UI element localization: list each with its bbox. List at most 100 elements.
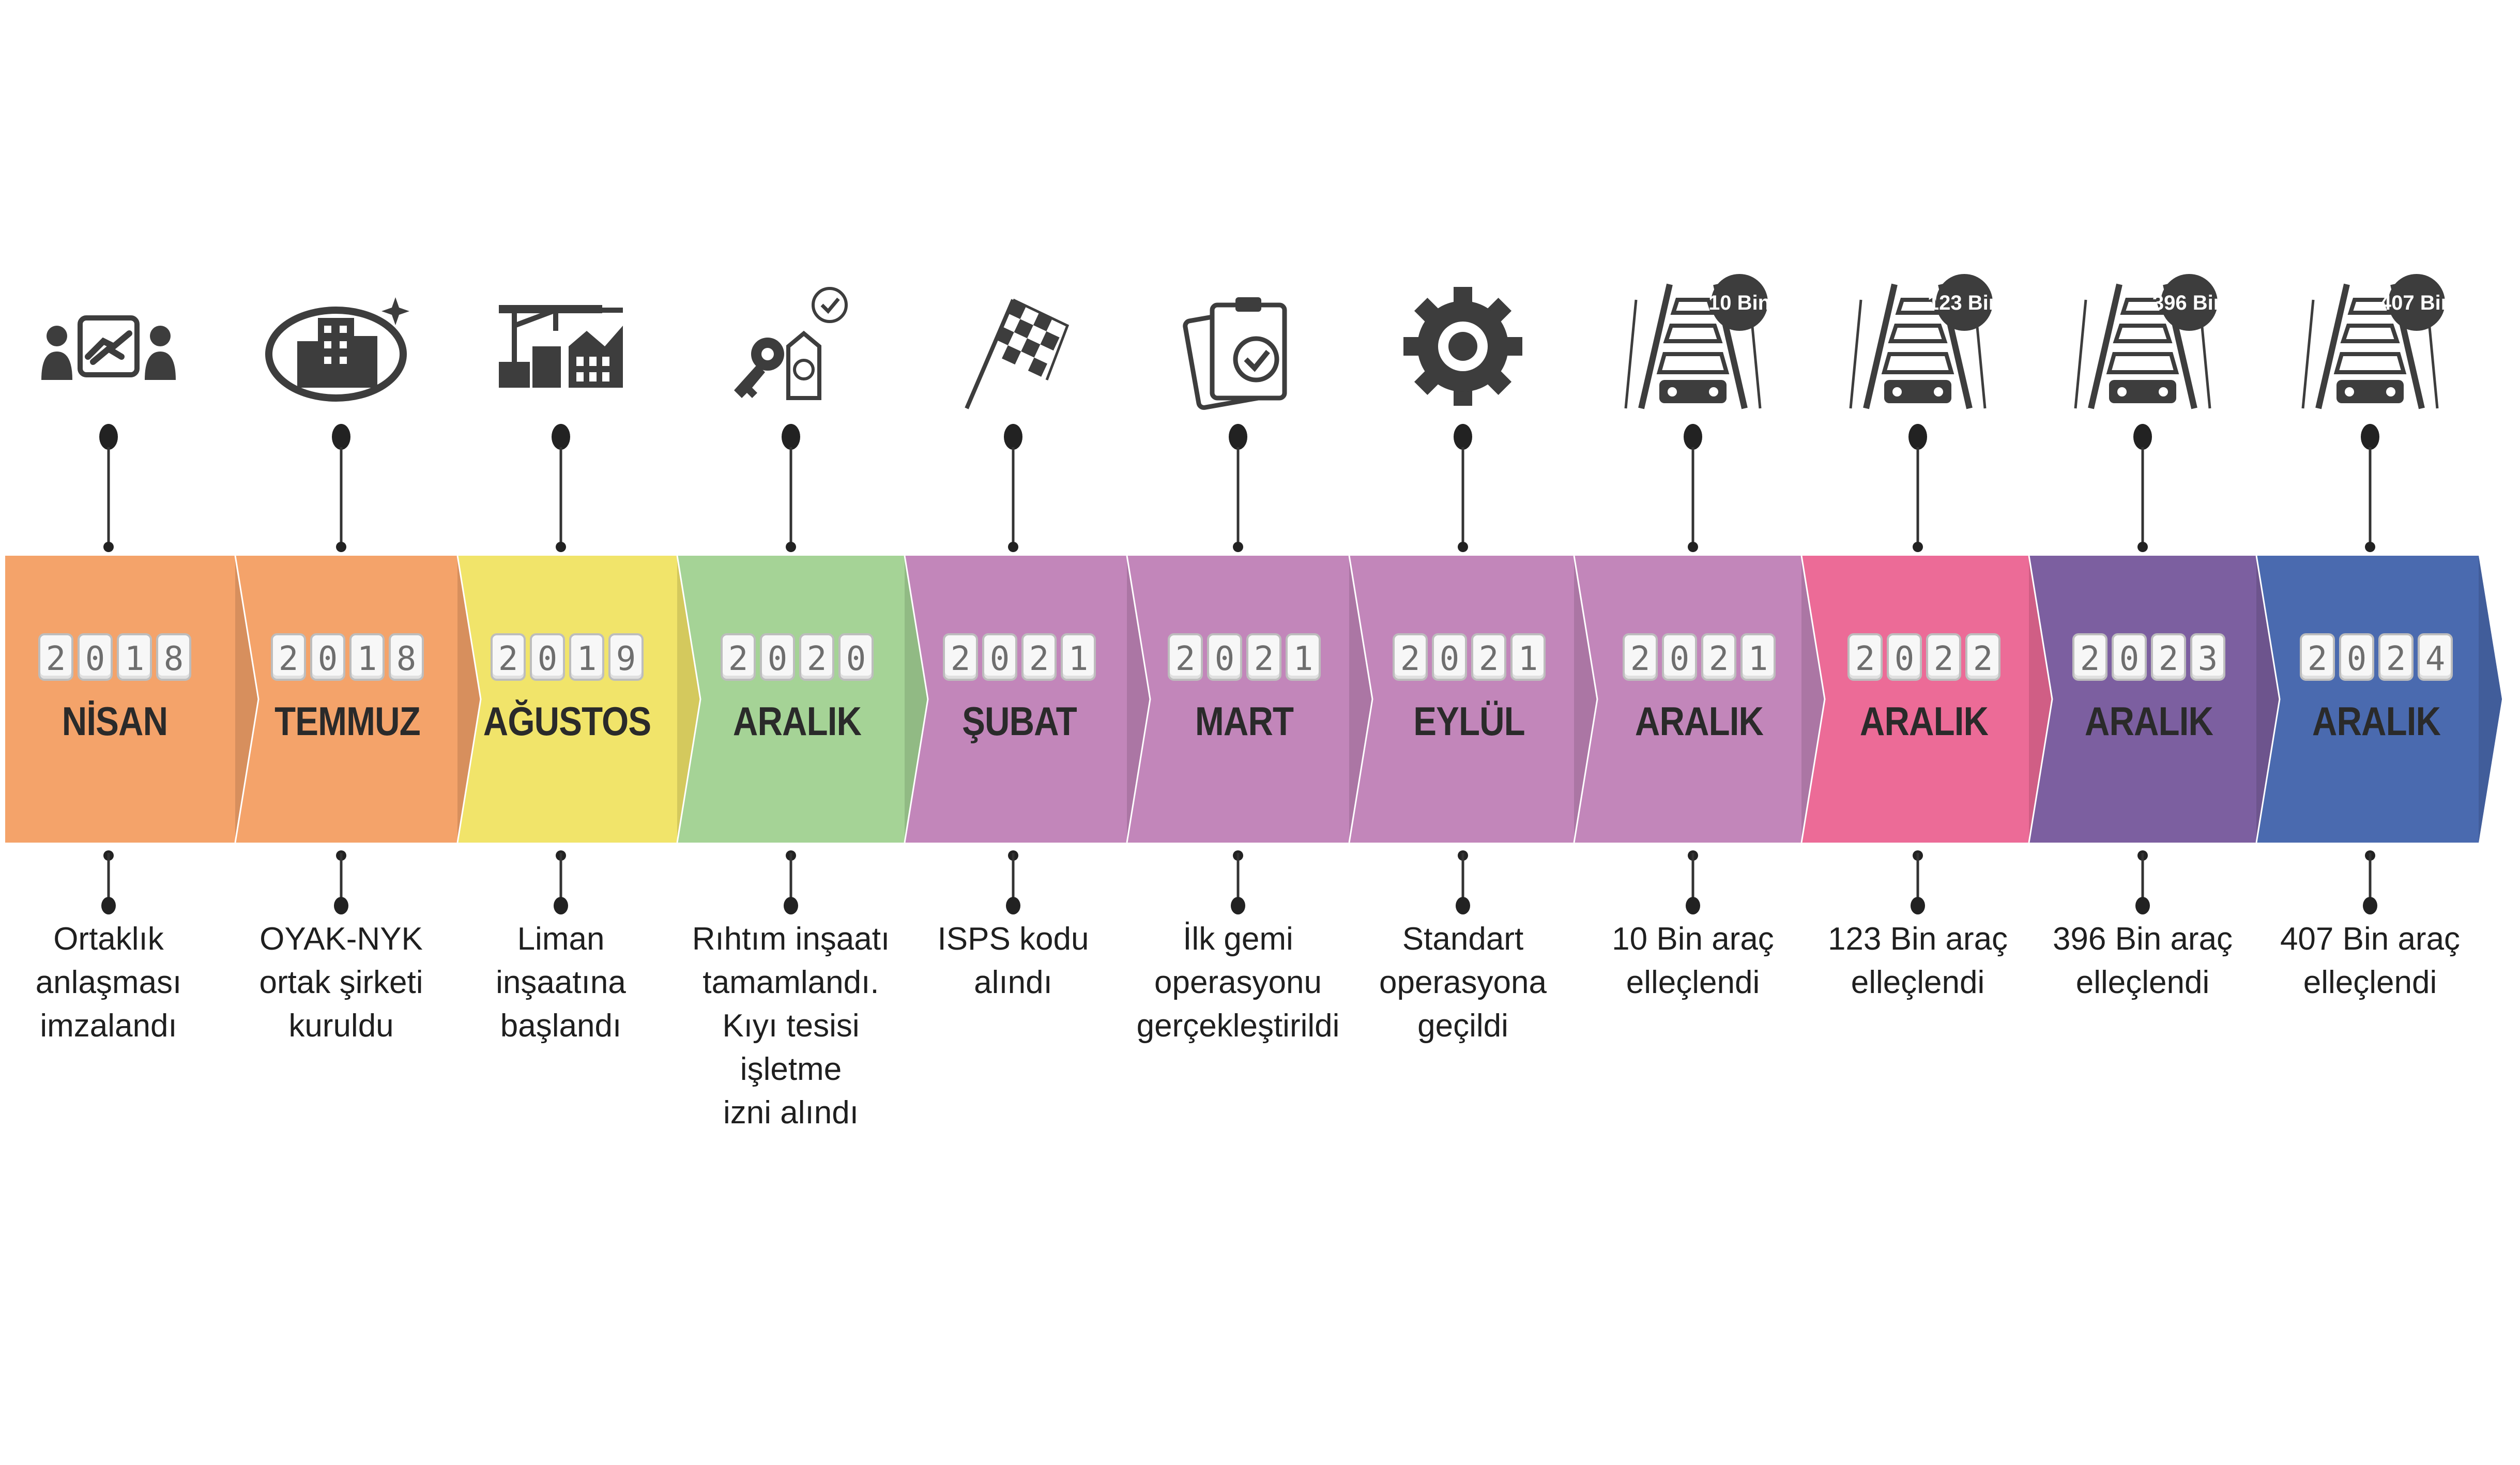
month-label: EYLÜL	[1413, 698, 1525, 744]
milestone: ISPS kodu alındı	[910, 0, 1117, 1465]
year-digit: 0	[982, 633, 1017, 681]
connector-dot	[99, 424, 118, 450]
connector-dot	[2363, 897, 2377, 914]
connector-line	[340, 853, 343, 907]
segment-separator	[904, 556, 929, 843]
timeline-segment	[1127, 556, 1372, 843]
connector-line	[2141, 853, 2144, 907]
connector-dot	[2361, 424, 2379, 450]
year-digit: 2	[2151, 633, 2186, 681]
year-digit: 2	[1965, 633, 2000, 681]
connector-dot	[1911, 897, 1925, 914]
connector-line	[340, 447, 343, 545]
connector-line	[1691, 853, 1694, 907]
year-digit: 2	[1021, 633, 1057, 681]
milestone-description: Ortaklık anlaşması imzalandı	[35, 921, 182, 1044]
milestone-description: ISPS kodu alındı	[937, 921, 1089, 1000]
vehicle-road-icon: 407 Bin	[2293, 269, 2448, 424]
milestone: Liman inşaatına başlandı	[457, 0, 664, 1465]
connector-line	[789, 447, 792, 545]
milestone: Ortaklık anlaşması imzalandı	[5, 0, 212, 1465]
month-label: ŞUBAT	[962, 698, 1077, 744]
milestone-description: Liman inşaatına başlandı	[496, 921, 626, 1044]
connector-line	[789, 853, 792, 907]
connector-dot	[782, 424, 800, 450]
year-digit: 9	[608, 633, 644, 681]
vehicle-count-badge: 396 Bin	[2152, 292, 2220, 314]
year-digit: 0	[1662, 633, 1697, 681]
connector-line	[559, 853, 562, 907]
connector-dot	[1454, 424, 1472, 450]
connector-dot	[1006, 897, 1020, 914]
year-digit: 0	[530, 633, 565, 681]
connector-end	[1913, 542, 1923, 552]
year-digit: 0	[1887, 633, 1922, 681]
month-label: ARALIK	[1859, 698, 1989, 744]
connector-end	[1233, 542, 1243, 552]
year-digit: 2	[38, 633, 73, 681]
clipboard-check-icon	[1160, 269, 1316, 424]
key-certificate-icon	[713, 269, 868, 424]
year-digit: 2	[1246, 633, 1281, 681]
connector-dot	[1686, 897, 1700, 914]
vehicle-count-badge: 407 Bin	[2380, 292, 2448, 314]
milestone: 123 Bin 123 Bin araç elleçlendi	[1814, 0, 2021, 1465]
year-digit: 1	[1061, 633, 1096, 681]
year-digit: 2	[491, 633, 526, 681]
year-digit: 3	[2190, 633, 2225, 681]
segment-arrow-tip	[235, 556, 258, 843]
milestone-description: İlk gemi operasyonu gerçekleştirildi	[1136, 921, 1340, 1044]
connector-dot	[1229, 424, 1247, 450]
connector-dot	[552, 424, 570, 450]
handshake-icon	[31, 269, 186, 424]
year-digit: 8	[389, 633, 424, 681]
year-digit: 0	[838, 633, 874, 681]
segment-arrow-tip	[1349, 556, 1372, 843]
connector-line	[559, 447, 562, 545]
milestone-description: 396 Bin araç elleçlendi	[2052, 921, 2233, 1000]
connector-end	[1458, 542, 1468, 552]
year-digit: 0	[2339, 633, 2374, 681]
segment-arrow-tip	[2029, 556, 2052, 843]
year-digit: 1	[569, 633, 604, 681]
segment-arrow-tip	[457, 556, 481, 843]
checkered-flag-icon	[936, 269, 1091, 424]
timeline-segment	[2029, 556, 2280, 843]
segment-arrow-tip	[677, 556, 700, 843]
connector-line	[2369, 447, 2372, 545]
month-label: ARALIK	[2084, 698, 2213, 744]
segment-separator	[676, 556, 701, 843]
milestone: Rıhtım inşaatı tamamlandı. Kıyı tesisi i…	[688, 0, 894, 1465]
connector-dot	[554, 897, 568, 914]
vehicle-road-icon: 396 Bin	[2065, 269, 2220, 424]
year-digit: 2	[2300, 633, 2335, 681]
year-digit: 2	[943, 633, 978, 681]
segment-separator	[234, 556, 259, 843]
month-label: NİSAN	[62, 698, 168, 744]
segment-separator	[1573, 556, 1598, 843]
year-digit: 2	[1471, 633, 1506, 681]
year-digit: 0	[760, 633, 795, 681]
year-digit: 2	[271, 633, 306, 681]
year-digit: 2	[2072, 633, 2107, 681]
connector-end	[556, 542, 566, 552]
connector-end	[2137, 542, 2148, 552]
segment-arrow-tip	[2479, 556, 2502, 843]
vehicle-count-badge: 10 Bin	[1708, 292, 1770, 314]
timeline-segment	[1349, 556, 1597, 843]
year-digit: 2	[1701, 633, 1736, 681]
year-digit: 0	[1207, 633, 1242, 681]
company-building-icon	[264, 269, 419, 424]
